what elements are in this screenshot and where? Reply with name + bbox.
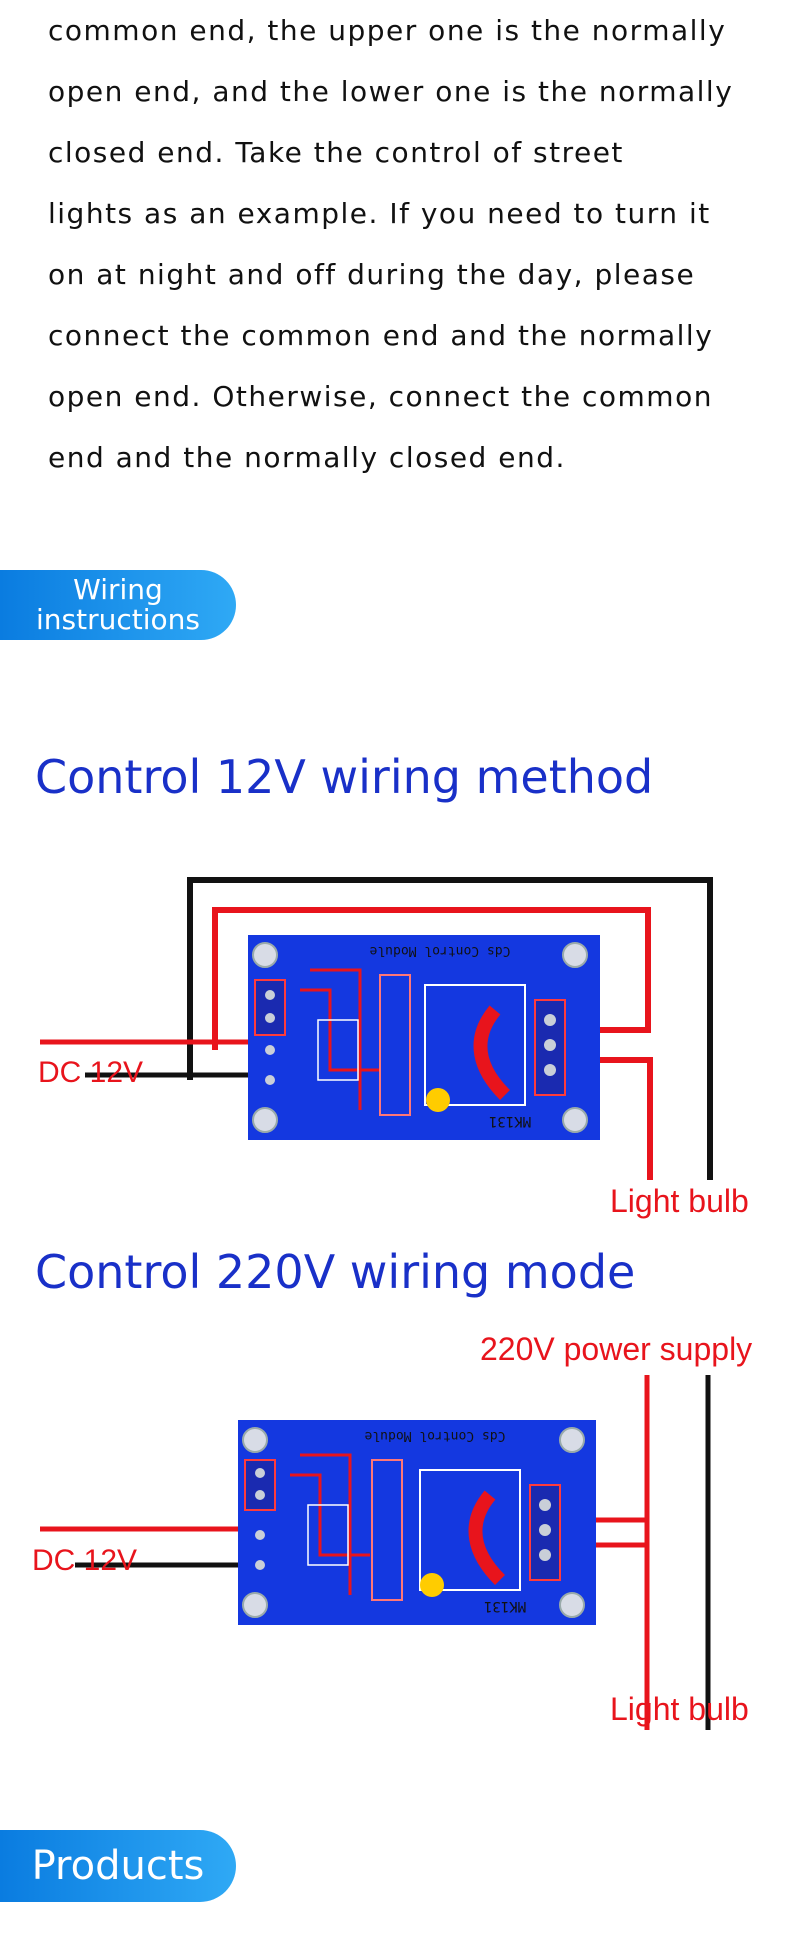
board-model: MK131 bbox=[484, 1598, 526, 1614]
products-badge: Products bbox=[0, 1830, 236, 1902]
products-label: Products bbox=[31, 1843, 205, 1889]
board-label: Cds Control Module bbox=[364, 1428, 505, 1443]
diagram-12v: Cds Control Module MK131 DC 12V Light bu… bbox=[0, 860, 790, 1220]
paragraph-line: closed end. Take the control of street bbox=[48, 136, 624, 169]
relay-board: Cds Control Module MK131 bbox=[238, 1420, 596, 1625]
paragraph-line: end and the normally closed end. bbox=[48, 441, 566, 474]
paragraph-line: connect the common end and the normally bbox=[48, 319, 714, 352]
relay-board: Cds Control Module MK131 bbox=[248, 935, 600, 1140]
wire-red bbox=[212, 907, 651, 1050]
light-bulb-label: Light bulb bbox=[610, 1183, 749, 1219]
paragraph-line: common end, the upper one is the normall… bbox=[48, 14, 727, 47]
dc-label: DC 12V bbox=[32, 1544, 137, 1577]
badge-line: instructions bbox=[36, 603, 200, 636]
power-supply-label: 220V power supply bbox=[480, 1331, 752, 1367]
paragraph-line: open end, and the lower one is the norma… bbox=[48, 75, 734, 108]
light-bulb-label: Light bulb bbox=[610, 1691, 749, 1727]
wire-black bbox=[187, 877, 713, 1180]
wire-red bbox=[600, 1057, 653, 1180]
paragraph-line: on at night and off during the day, plea… bbox=[48, 258, 696, 291]
badge-line: Wiring bbox=[73, 573, 163, 606]
dc-label: DC 12V bbox=[38, 1056, 143, 1089]
section-title-12v: Control 12V wiring method bbox=[35, 750, 654, 804]
board-model: MK131 bbox=[489, 1113, 531, 1129]
board-label: Cds Control Module bbox=[369, 943, 510, 958]
wiring-instructions-badge: Wiring instructions bbox=[0, 570, 236, 640]
diagram-220v: 220V power supply bbox=[0, 1330, 790, 1750]
section-title-220v: Control 220V wiring mode bbox=[35, 1245, 636, 1299]
paragraph-line: open end. Otherwise, connect the common bbox=[48, 380, 713, 413]
paragraph-line: lights as an example. If you need to tur… bbox=[48, 197, 711, 230]
